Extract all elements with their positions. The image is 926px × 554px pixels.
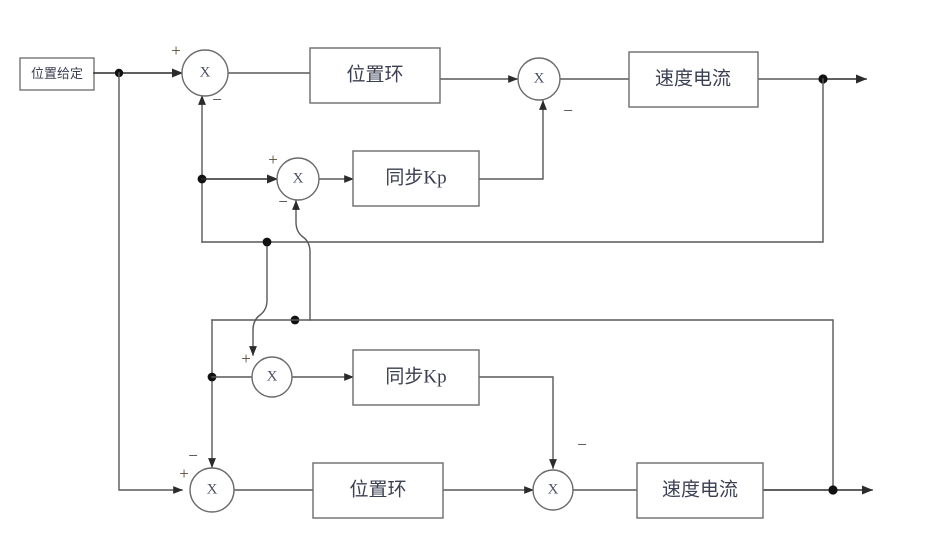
block-sync-kp-top-label: 同步Kp [385, 166, 446, 188]
summing-junction-top-inner[interactable]: X − [517, 57, 573, 120]
summing-junction-top-input-circle [181, 49, 229, 97]
summing-junction-bottom-sync-circle [251, 356, 293, 398]
summing-junction-top-input[interactable]: X + − [171, 41, 229, 109]
wire-cross-axis-to-top-sync-sum-minus [292, 200, 311, 321]
wire-top-sync-kp-to-inner-sum [478, 100, 547, 180]
summing-junction-top-sync[interactable]: X + − [268, 150, 320, 211]
summing-junction-bottom-input[interactable]: X + − [179, 446, 235, 513]
summing-junction-bottom-input-glyph: X [207, 481, 218, 497]
sign-minus-top-sync: − [278, 192, 288, 211]
block-sync-kp-top-rect [352, 150, 480, 207]
sign-minus-top-input: − [212, 90, 222, 109]
summing-junction-top-inner-circle [517, 57, 561, 101]
summing-junction-bottom-inner[interactable]: X − [532, 435, 587, 511]
summing-junction-top-sync-circle [276, 157, 320, 201]
wire-input-branch-down-to-bottom-sum [118, 72, 183, 494]
sign-plus-bottom-sync: + [241, 349, 251, 368]
block-sync-kp-bottom-rect [352, 349, 480, 406]
sign-plus-top-sync: + [268, 150, 278, 169]
junction-dot-bottom-output [828, 485, 838, 495]
block-position-loop-top-label: 位置环 [346, 63, 403, 85]
summing-junction-bottom-inner-circle [532, 469, 574, 511]
block-speed-current-bottom-label: 速度电流 [662, 478, 738, 500]
block-sync-kp-bottom-label: 同步Kp [385, 365, 446, 387]
summing-junction-top-input-glyph: X [200, 64, 211, 80]
block-speed-current-bottom-rect [636, 462, 764, 519]
wire-bottom-feedback-return [211, 319, 834, 491]
block-speed-current-bottom[interactable]: 速度电流 [636, 462, 764, 519]
summing-junction-top-inner-glyph: X [534, 70, 545, 86]
block-position-loop-bottom[interactable]: 位置环 [312, 462, 444, 519]
block-position-loop-bottom-label: 位置环 [349, 478, 406, 500]
sign-minus-top-inner: − [563, 101, 573, 120]
block-sync-kp-bottom[interactable]: 同步Kp [352, 349, 480, 406]
block-position-loop-top[interactable]: 位置环 [309, 47, 441, 104]
summing-junction-bottom-inner-glyph: X [548, 481, 559, 497]
summing-junction-bottom-input-circle [189, 467, 235, 513]
input-block-position-setpoint[interactable]: 位置给定 [19, 57, 95, 91]
summing-junction-bottom-sync-glyph: X [267, 368, 278, 384]
summing-junction-top-sync-glyph: X [293, 170, 304, 186]
sign-minus-bottom-input: − [188, 446, 198, 465]
input-block-rect [19, 57, 95, 91]
block-speed-current-top-label: 速度电流 [655, 67, 731, 89]
block-position-loop-bottom-rect [312, 462, 444, 519]
junction-dot-top-line-crossbranch [262, 237, 272, 247]
summing-junction-bottom-sync[interactable]: X + [241, 349, 293, 398]
input-block-label: 位置给定 [31, 66, 83, 81]
wire-cross-axis-to-bottom-sync-sum-minus [249, 241, 268, 356]
block-speed-current-top-rect [628, 51, 759, 108]
wire-bottom-sync-kp-to-inner-sum [478, 376, 557, 469]
block-sync-kp-top[interactable]: 同步Kp [352, 150, 480, 207]
block-position-loop-top-rect [309, 47, 441, 104]
sign-plus-top-input: + [171, 41, 181, 60]
sign-minus-bottom-inner: − [577, 435, 587, 454]
wire-top-feedback-return [201, 78, 824, 243]
sign-plus-bottom-input: + [179, 464, 189, 483]
block-speed-current-top[interactable]: 速度电流 [628, 51, 759, 108]
